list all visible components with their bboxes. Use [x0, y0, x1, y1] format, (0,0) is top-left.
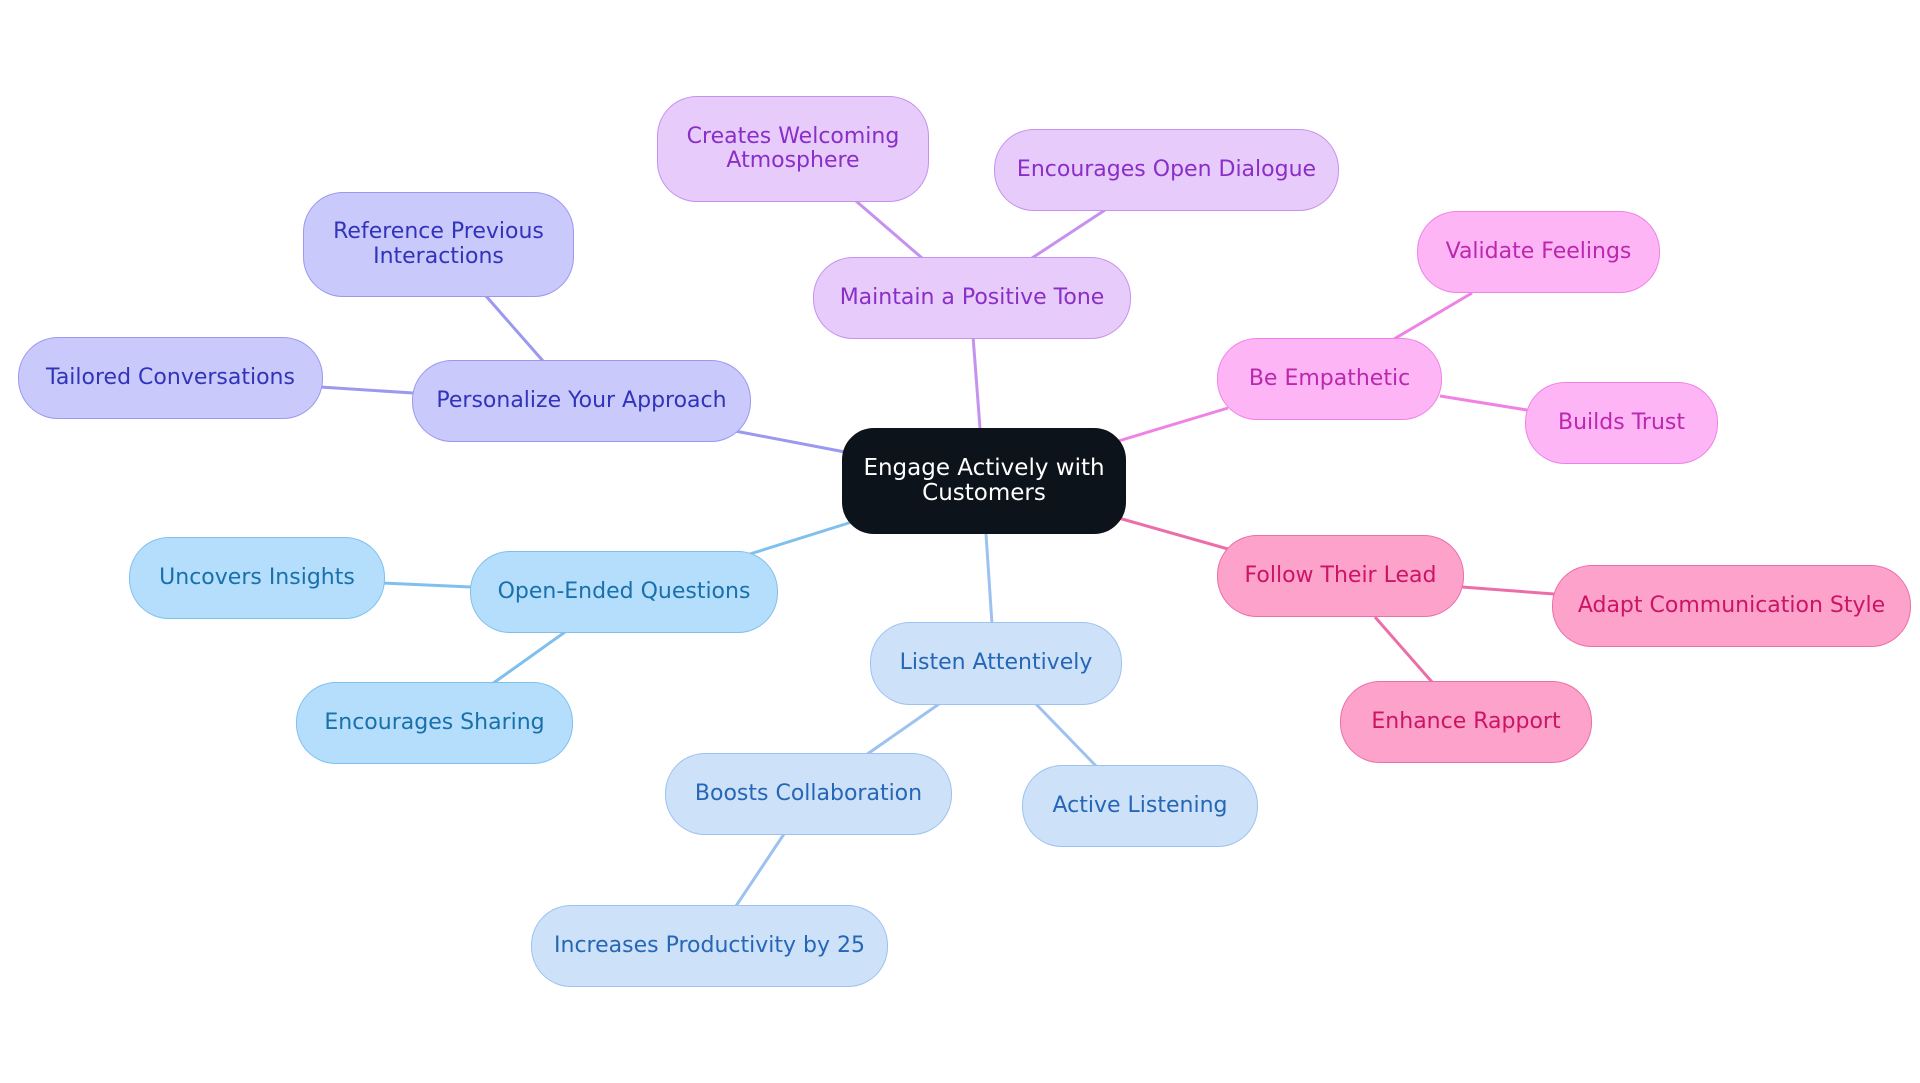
edge-root-listen — [984, 533, 994, 625]
edge-empathetic-trust — [1439, 394, 1528, 412]
edge-questions-insights — [381, 581, 472, 589]
node-builds-trust[interactable]: Builds Trust — [1525, 382, 1718, 464]
edge-root-follow-lead — [1114, 515, 1229, 551]
node-listen-attentively[interactable]: Listen Attentively — [870, 622, 1122, 705]
edge-tone-dialogue — [1031, 208, 1106, 260]
node-adapt-communication-style[interactable]: Adapt Communication Style — [1552, 565, 1911, 647]
node-enhance-rapport[interactable]: Enhance Rapport — [1340, 681, 1592, 763]
node-reference-previous-interactions[interactable]: Reference Previous Interactions — [303, 192, 574, 297]
node-uncovers-insights[interactable]: Uncovers Insights — [129, 537, 385, 619]
node-validate-feelings[interactable]: Validate Feelings — [1417, 211, 1660, 293]
edge-root-personalize — [734, 429, 846, 454]
edge-root-empathetic — [1114, 406, 1229, 444]
node-boosts-collaboration[interactable]: Boosts Collaboration — [665, 753, 952, 835]
node-follow-their-lead[interactable]: Follow Their Lead — [1217, 535, 1464, 617]
node-creates-welcoming-atmosphere[interactable]: Creates Welcoming Atmosphere — [657, 96, 929, 202]
root-node[interactable]: Engage Actively with Customers — [842, 428, 1126, 534]
node-encourages-sharing[interactable]: Encourages Sharing — [296, 682, 573, 764]
edge-root-open-questions — [749, 519, 856, 556]
edge-personalize-tailored — [319, 385, 414, 395]
edge-follow-adapt — [1461, 585, 1555, 596]
node-increases-productivity[interactable]: Increases Productivity by 25 — [531, 905, 888, 987]
node-encourages-open-dialogue[interactable]: Encourages Open Dialogue — [994, 129, 1339, 211]
edge-listen-collab — [865, 702, 940, 757]
node-personalize-approach[interactable]: Personalize Your Approach — [412, 360, 751, 442]
edge-empathetic-validate — [1393, 291, 1473, 341]
edge-tone-welcoming — [855, 199, 923, 260]
edge-questions-sharing — [491, 630, 566, 686]
edge-collab-productivity — [734, 833, 786, 907]
node-open-ended-questions[interactable]: Open-Ended Questions — [470, 551, 778, 633]
node-tailored-conversations[interactable]: Tailored Conversations — [18, 337, 323, 419]
edge-follow-rapport — [1373, 616, 1434, 683]
edge-listen-active — [1034, 702, 1098, 768]
node-be-empathetic[interactable]: Be Empathetic — [1217, 338, 1442, 420]
node-active-listening[interactable]: Active Listening — [1022, 765, 1258, 847]
node-maintain-positive-tone[interactable]: Maintain a Positive Tone — [813, 257, 1131, 339]
edge-root-positive-tone — [971, 335, 982, 429]
edge-personalize-reference — [484, 295, 545, 362]
